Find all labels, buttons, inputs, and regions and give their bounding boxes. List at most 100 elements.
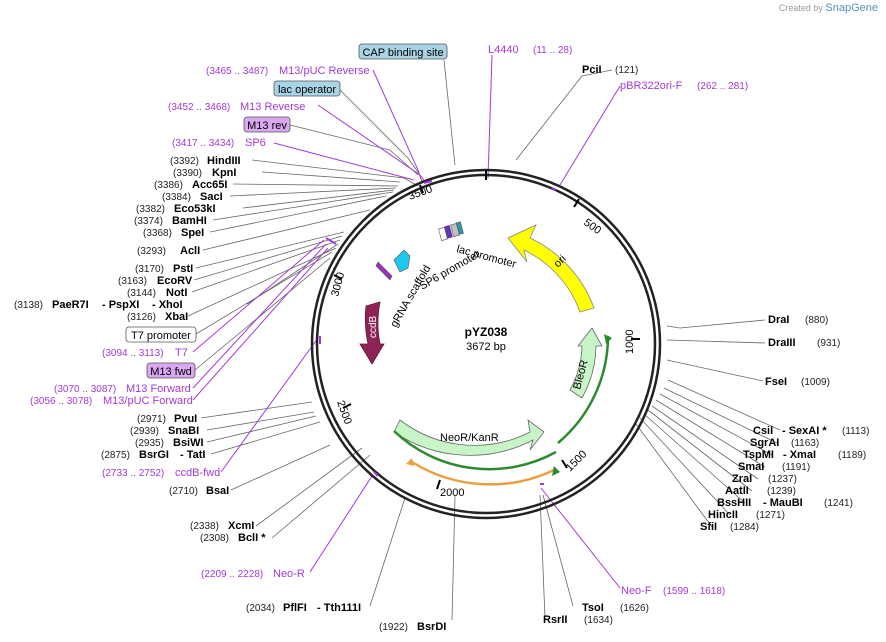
primer-pbr322ori-pos: (262 .. 281) <box>697 81 748 92</box>
enzyme-paer7i[interactable]: PaeR7I <box>52 299 89 311</box>
enzyme-csii[interactable]: CsiI <box>753 425 773 437</box>
primer-neo-r-name: Neo-R <box>273 568 305 580</box>
lac-region[interactable] <box>438 221 464 241</box>
enzyme-sexai[interactable]: - SexAI * <box>782 425 827 437</box>
brand-prefix: Created by <box>778 3 823 13</box>
enzyme-tsoi[interactable]: TsoI <box>582 602 604 614</box>
primer-t7-name: T7 <box>175 347 188 359</box>
enzyme-xmai[interactable]: - XmaI <box>783 449 816 461</box>
enzyme-sgrai-pos: (1163) <box>791 438 819 449</box>
enzyme-pvui[interactable]: PvuI <box>174 413 197 425</box>
enzyme-drai[interactable]: DraI <box>768 314 789 326</box>
enzyme-pcii[interactable]: PciI <box>582 64 602 76</box>
enzyme-psti[interactable]: PstI <box>173 263 193 275</box>
enzyme-pflfi[interactable]: PflFI <box>283 602 307 614</box>
enzyme-xhoi[interactable]: - XhoI <box>152 299 183 311</box>
ccdb-label: ccdB <box>368 315 379 338</box>
enzyme-tspmi-pos: (1189) <box>838 450 866 461</box>
ori-feature[interactable] <box>507 224 595 313</box>
primer-m13-fwd-pos: (3070 .. 3087) <box>54 384 116 395</box>
neor-cds-arc <box>393 430 557 471</box>
primer-ccdb-fwd-pos: (2733 .. 2752) <box>102 468 164 479</box>
enzyme-bsrgi[interactable]: BsrGI <box>139 449 169 461</box>
enzyme-fsei-pos: (1009) <box>801 377 830 388</box>
enzyme-spei[interactable]: SpeI <box>181 227 204 239</box>
enzyme-pvui-pos: (2971) <box>137 414 166 425</box>
enzyme-hincii[interactable]: HincII <box>708 509 738 521</box>
enzyme-saci[interactable]: SacI <box>200 191 223 203</box>
enzyme-noti-pos: (3144) <box>127 288 156 299</box>
enzyme-bsrgi-pos: (2875) <box>101 450 130 461</box>
enzyme-xcmi-pos: (2338) <box>190 521 219 532</box>
neor-label: NeoR/KanR <box>440 432 499 444</box>
enzyme-kpni-pos: (3390) <box>173 168 202 179</box>
primer-m13-fwd-name: M13 Forward <box>126 383 191 395</box>
enzyme-xcmi[interactable]: XcmI <box>228 520 254 532</box>
enzyme-acc65i[interactable]: Acc65I <box>192 179 227 191</box>
enzyme-sfii[interactable]: SfiI <box>700 521 717 533</box>
enzyme-paer7i-pos: (3138) <box>14 300 43 311</box>
primer-m13puc-rev-name: M13/pUC Reverse <box>279 65 369 77</box>
primer-neo-f-pos: (1599 .. 1618) <box>663 586 725 597</box>
primer-sp6-name: SP6 <box>245 137 266 149</box>
enzyme-bsshii[interactable]: BssHII <box>717 497 751 509</box>
enzyme-hincii-pos: (1271) <box>756 510 785 521</box>
grna-feature[interactable] <box>375 261 393 281</box>
enzyme-sfii-pos: (1284) <box>730 522 759 533</box>
enzyme-kpni[interactable]: KpnI <box>212 167 236 179</box>
enzyme-sgrai[interactable]: SgrAI <box>750 437 779 449</box>
primer-markers <box>319 180 557 485</box>
enzyme-eco53ki-pos: (3382) <box>136 204 165 215</box>
bleor-feature[interactable] <box>569 327 603 399</box>
enzyme-ecorv[interactable]: EcoRV <box>157 275 193 287</box>
enzyme-snabi-pos: (2939) <box>130 426 159 437</box>
enzyme-bsiwi-pos: (2935) <box>135 438 164 449</box>
sp6-feature[interactable] <box>393 249 411 273</box>
enzyme-noti[interactable]: NotI <box>166 287 187 299</box>
enzyme-draiii-pos: (931) <box>817 338 840 349</box>
enzyme-rsrii[interactable]: RsrII <box>543 614 567 626</box>
primer-neo-f-name: Neo-F <box>621 585 652 597</box>
ccdb-feature[interactable] <box>359 301 385 365</box>
enzyme-rsrii-pos: (1634) <box>584 615 613 626</box>
primer-m13-rev-name: M13 Reverse <box>240 101 305 113</box>
enzyme-eco53ki[interactable]: Eco53kI <box>174 203 216 215</box>
enzyme-acli-pos: (3293) <box>137 246 166 257</box>
enzyme-tati[interactable]: - TatI <box>180 449 205 461</box>
enzyme-draiii[interactable]: DraIII <box>768 337 796 349</box>
enzyme-bsiwi[interactable]: BsiWI <box>173 437 204 449</box>
enzyme-aatii[interactable]: AatII <box>725 485 749 497</box>
neor-feature[interactable] <box>393 419 545 456</box>
enzyme-bamhi[interactable]: BamHI <box>172 215 207 227</box>
enzyme-spei-pos: (3368) <box>143 228 172 239</box>
enzyme-xbai[interactable]: XbaI <box>165 311 188 323</box>
enzyme-csii-pos: (1113) <box>842 426 869 437</box>
enzyme-tspmi[interactable]: TspMI <box>743 449 774 461</box>
enzyme-pcii-pos: (121) <box>615 65 638 76</box>
enzyme-tth111i[interactable]: - Tth111I <box>317 602 361 614</box>
enzyme-smai[interactable]: SmaI <box>738 461 764 473</box>
lac-operator-label: lac operator <box>278 84 336 96</box>
primer-labels: L4440 (11 .. 28) pBR322ori-F (262 .. 281… <box>30 44 748 597</box>
enzyme-bsrdi[interactable]: BsrDI <box>417 621 446 633</box>
enzyme-hindiii[interactable]: HindIII <box>207 155 241 167</box>
enzyme-pspxi[interactable]: - PspXI <box>102 299 139 311</box>
enzyme-bsrdi-pos: (1922) <box>379 622 408 633</box>
enzyme-acc65i-pos: (3386) <box>154 180 183 191</box>
enzyme-bcli-pos: (2308) <box>200 533 229 544</box>
enzyme-maubi[interactable]: - MauBI <box>763 497 803 509</box>
enzyme-zrai[interactable]: ZraI <box>732 473 752 485</box>
enzyme-snabi[interactable]: SnaBI <box>168 425 199 437</box>
enzyme-bamhi-pos: (3374) <box>134 216 163 227</box>
enzyme-labels: PciI (121) (3392) HindIII (3390) KpnI (3… <box>14 64 869 633</box>
enzyme-ecorv-pos: (3163) <box>118 276 147 287</box>
m13-fwd-label: M13 fwd <box>150 366 192 378</box>
enzyme-pflfi-pos: (2034) <box>246 603 275 614</box>
enzyme-acli[interactable]: AclI <box>180 245 200 257</box>
enzyme-fsei[interactable]: FseI <box>765 376 787 388</box>
enzyme-xbai-pos: (3126) <box>127 312 156 323</box>
enzyme-bsai[interactable]: BsaI <box>206 485 229 497</box>
enzyme-bcli[interactable]: BclI * <box>238 532 266 544</box>
brand-name: SnapGene <box>825 2 878 14</box>
